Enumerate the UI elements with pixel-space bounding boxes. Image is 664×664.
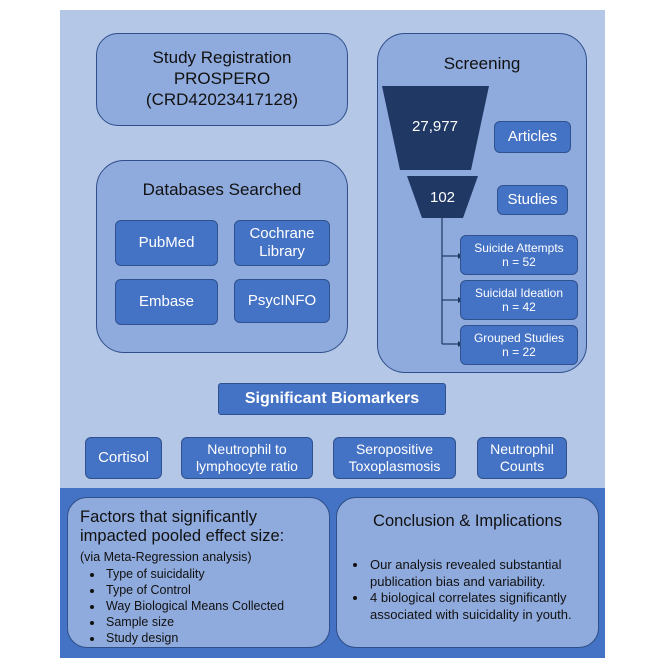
database-psycinfo: PsycINFO <box>234 279 330 323</box>
factors-subtitle: (via Meta-Regression analysis) <box>80 550 252 564</box>
biomarker-nlr: Neutrophil to lymphocyte ratio <box>181 437 313 479</box>
database-cochrane: Cochrane Library <box>234 220 330 266</box>
factor-item: Study design <box>104 630 326 646</box>
registration-line-2: PROSPERO <box>173 69 271 89</box>
suicidal-ideation-n: n = 42 <box>502 300 536 314</box>
biomarker-cortisol: Cortisol <box>85 437 162 479</box>
factors-list: Type of suicidality Type of Control Way … <box>86 566 326 646</box>
grouped-studies-box: Grouped Studies n = 22 <box>460 325 578 365</box>
suicidal-ideation-label: Suicidal Ideation <box>474 285 564 300</box>
conclusion-item: Our analysis revealed substantial public… <box>368 557 590 590</box>
factors-title: Factors that significantly impacted pool… <box>80 508 285 546</box>
conclusion-item: 4 biological correlates significantly as… <box>368 590 590 623</box>
studies-count: 102 <box>429 188 456 206</box>
suicidal-ideation-box: Suicidal Ideation n = 42 <box>460 280 578 320</box>
studies-label: Studies <box>497 185 568 215</box>
factors-panel <box>67 497 330 648</box>
factor-item: Type of suicidality <box>104 566 326 582</box>
factor-item: Type of Control <box>104 582 326 598</box>
grouped-studies-label: Grouped Studies <box>473 330 565 345</box>
conclusion-title: Conclusion & Implications <box>373 512 562 530</box>
factor-item: Sample size <box>104 614 326 630</box>
database-pubmed: PubMed <box>115 220 218 266</box>
biomarker-neutrophil-counts: Neutrophil Counts <box>477 437 567 479</box>
grouped-studies-n: n = 22 <box>502 345 536 359</box>
database-embase: Embase <box>115 279 218 325</box>
flow-connectors <box>441 218 458 345</box>
suicide-attempts-n: n = 52 <box>502 255 536 269</box>
registration-line-1: Study Registration <box>152 48 292 68</box>
screening-title: Screening <box>443 54 521 73</box>
suicide-attempts-box: Suicide Attempts n = 52 <box>460 235 578 275</box>
databases-title: Databases Searched <box>142 180 302 199</box>
articles-count: 27,977 <box>412 117 458 135</box>
conclusion-panel <box>336 497 599 648</box>
factor-item: Way Biological Means Collected <box>104 598 326 614</box>
funnel-top-shape <box>382 86 489 170</box>
significant-biomarkers-title: Significant Biomarkers <box>218 383 446 415</box>
study-registration-box: Study Registration PROSPERO (CRD42023417… <box>96 33 348 126</box>
articles-label: Articles <box>494 121 571 153</box>
suicide-attempts-label: Suicide Attempts <box>474 240 564 255</box>
conclusion-list: Our analysis revealed substantial public… <box>350 557 590 624</box>
biomarker-toxoplasmosis: Seropositive Toxoplasmosis <box>333 437 456 479</box>
registration-line-3: (CRD42023417128) <box>145 89 299 109</box>
funnel-bottom-shape <box>407 176 478 218</box>
